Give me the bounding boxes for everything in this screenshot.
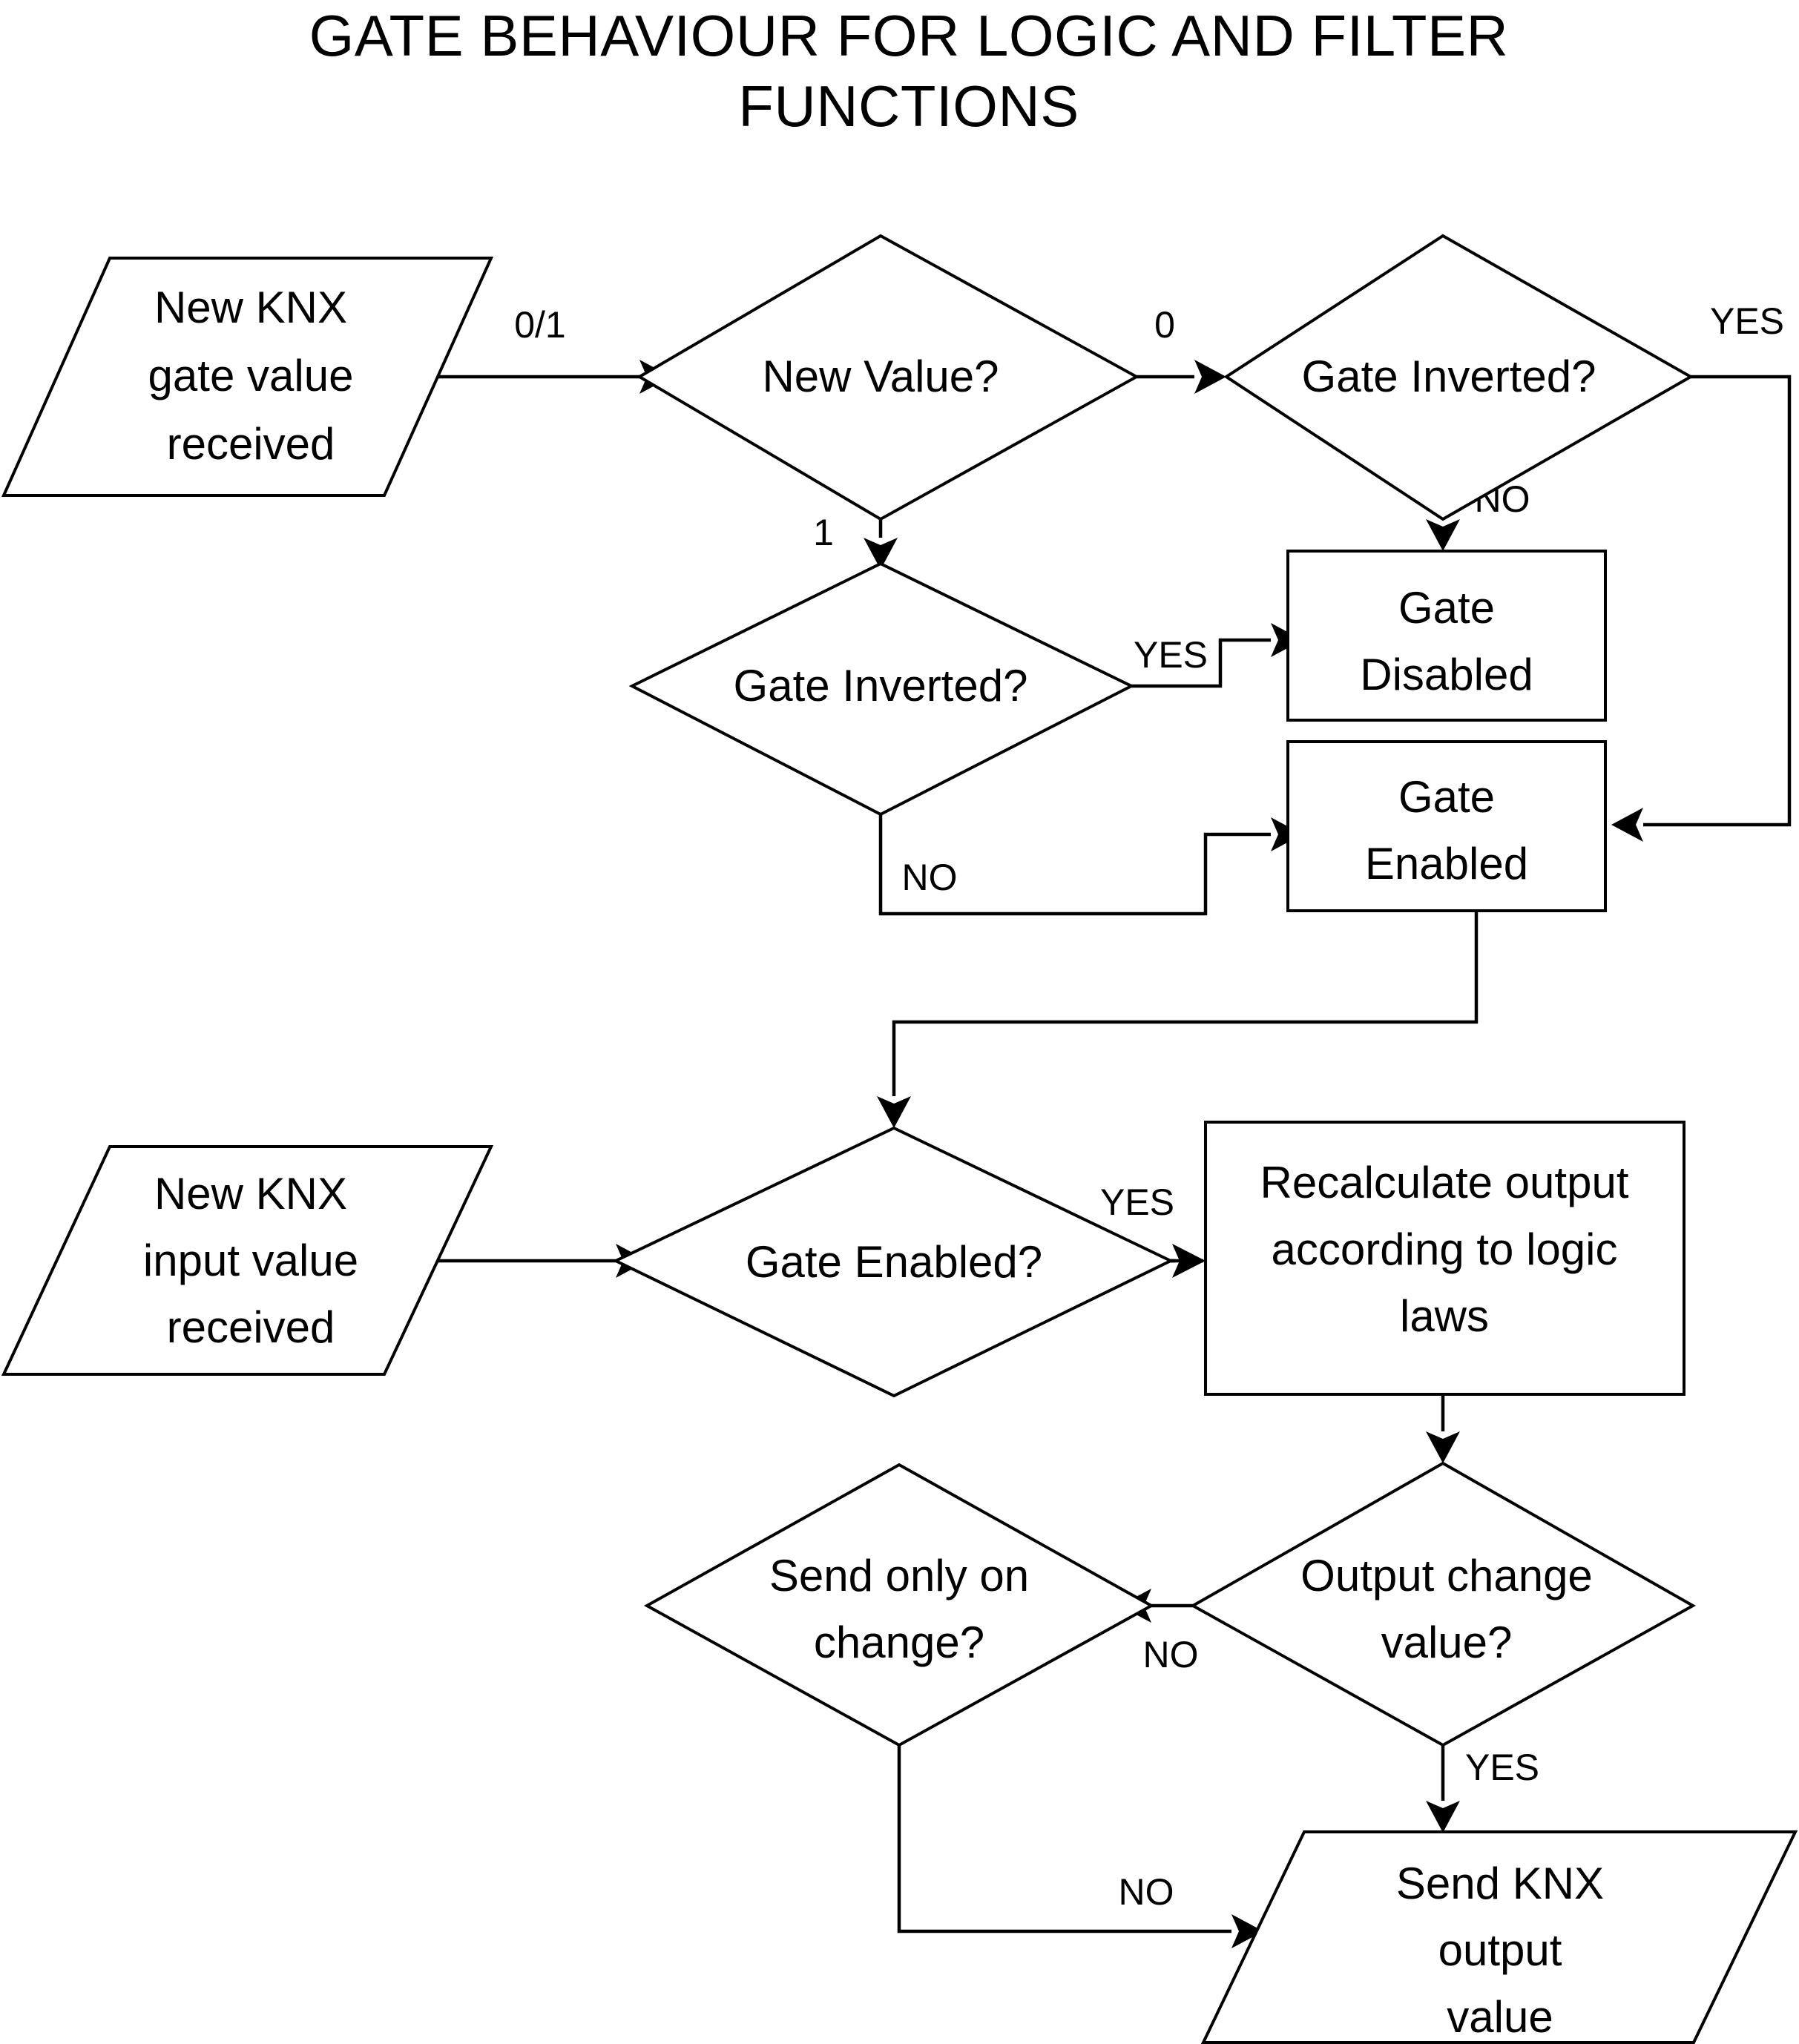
node-gate-enabled-line2: Enabled xyxy=(1365,839,1528,889)
node-gate-inverted-top[interactable]: Gate Inverted? xyxy=(1223,234,1694,521)
edge-gate-enabled-q-yes xyxy=(1171,1244,1206,1278)
node-recalculate[interactable]: Recalculate output according to logic la… xyxy=(1204,1121,1685,1396)
node-gate-enabled-line1: Gate xyxy=(1398,772,1495,822)
node-gate-disabled-line1: Gate xyxy=(1398,583,1495,633)
node-gate-value-received[interactable]: New KNX gate value received xyxy=(1,257,494,497)
edge-send-on-change-no xyxy=(897,1745,1263,1948)
node-recalculate-line1: Recalculate output xyxy=(1260,1158,1629,1207)
edge-new-value-zero xyxy=(1137,360,1226,394)
edge-label-gate-enabled-yes: YES xyxy=(1100,1181,1174,1223)
edge-label-send-on-change-no: NO xyxy=(1119,1871,1174,1913)
node-output-change[interactable]: Output change value? xyxy=(1189,1461,1697,1747)
node-gate-value-received-line2: gate value xyxy=(148,351,354,400)
node-gate-inverted-bottom[interactable]: Gate Inverted? xyxy=(628,561,1135,817)
node-send-output-line3: value xyxy=(1447,1992,1553,2042)
edge-label-inverted-top-yes: YES xyxy=(1710,300,1784,342)
node-input-value-received-line2: input value xyxy=(143,1236,358,1285)
node-input-value-received-line3: received xyxy=(167,1302,335,1352)
node-gate-disabled[interactable]: Gate Disabled xyxy=(1286,550,1607,722)
node-send-on-change-line1: Send only on xyxy=(769,1551,1029,1600)
edge-label-new-value-one: 1 xyxy=(813,512,834,553)
edge-label-output-change-no: NO xyxy=(1143,1634,1199,1675)
edge-recalculate-to-output-change xyxy=(1426,1394,1460,1463)
edge-label-new-value-zero: 0 xyxy=(1154,304,1175,346)
node-output-change-line2: value? xyxy=(1381,1618,1513,1667)
edge-label-inverted-bottom-no: NO xyxy=(902,857,958,898)
edge-gate-enabled-to-gate-enabled-q xyxy=(877,911,1479,1128)
node-send-output-line1: Send KNX xyxy=(1396,1859,1604,1908)
edge-output-change-yes xyxy=(1426,1745,1460,1833)
edge-label-0-1: 0/1 xyxy=(514,304,566,346)
node-recalculate-line3: laws xyxy=(1400,1291,1489,1341)
node-recalculate-line2: according to logic xyxy=(1272,1224,1618,1274)
edge-inverted-top-yes xyxy=(1611,375,1792,842)
node-send-output[interactable]: Send KNX output value xyxy=(1200,1830,1798,2044)
node-gate-disabled-line2: Disabled xyxy=(1360,650,1533,699)
node-gate-enabled[interactable]: Gate Enabled xyxy=(1286,740,1607,912)
page-title-line1: GATE BEHAVIOUR FOR LOGIC AND FILTER xyxy=(309,3,1509,68)
page-title-line2: FUNCTIONS xyxy=(738,73,1079,139)
node-gate-inverted-bottom-label: Gate Inverted? xyxy=(734,661,1028,711)
edge-label-output-change-yes: YES xyxy=(1465,1747,1539,1788)
node-send-on-change-line2: change? xyxy=(814,1618,984,1667)
node-new-value-label: New Value? xyxy=(762,352,999,401)
node-gate-value-received-line3: received xyxy=(167,419,335,469)
node-gate-enabled-question-label: Gate Enabled? xyxy=(746,1237,1042,1287)
node-gate-enabled-question[interactable]: Gate Enabled? xyxy=(612,1126,1174,1398)
node-input-value-received-line1: New KNX xyxy=(154,1169,347,1219)
edge-label-inverted-bottom-yes: YES xyxy=(1134,634,1208,676)
node-send-output-line2: output xyxy=(1438,1925,1562,1975)
node-send-on-change[interactable]: Send only on change? xyxy=(643,1463,1155,1747)
node-gate-value-received-line1: New KNX xyxy=(154,283,347,332)
node-gate-inverted-top-label: Gate Inverted? xyxy=(1302,352,1596,401)
node-input-value-received[interactable]: New KNX input value received xyxy=(1,1145,494,1376)
node-new-value[interactable]: New Value? xyxy=(637,234,1140,521)
node-output-change-line1: Output change xyxy=(1300,1551,1593,1600)
